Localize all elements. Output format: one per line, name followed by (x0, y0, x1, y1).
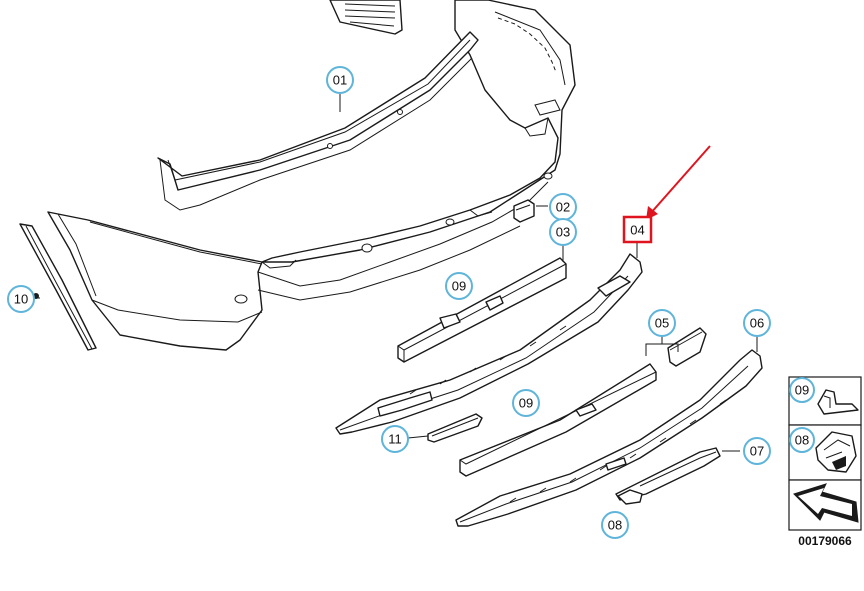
part-01-upper-trim (157, 31, 479, 211)
callout-06[interactable]: 06 (743, 309, 771, 337)
svg-text:02: 02 (556, 200, 570, 215)
part-04-diffuser (335, 253, 643, 435)
svg-text:09: 09 (452, 279, 466, 294)
legend-clip-08-drawing (815, 431, 857, 473)
bumper-cover-assembly (47, 0, 576, 351)
callout-04-highlighted[interactable]: 04 (622, 215, 653, 244)
leader-lines (34, 94, 758, 452)
svg-text:01: 01 (333, 73, 347, 88)
svg-text:10: 10 (14, 292, 28, 307)
callout-01[interactable]: 01 (326, 66, 354, 94)
callout-05[interactable]: 05 (648, 309, 676, 337)
callout-02[interactable]: 02 (549, 193, 577, 221)
legend-callout-09[interactable]: 09 (789, 377, 815, 403)
callout-09-lower[interactable]: 09 (512, 389, 540, 417)
svg-text:07: 07 (750, 444, 764, 459)
part-09-insert-upper (439, 313, 461, 329)
callout-10[interactable]: 10 (7, 285, 35, 313)
legend-clip-09-drawing (817, 389, 859, 415)
callout-09-upper[interactable]: 09 (445, 272, 473, 300)
svg-text:06: 06 (750, 316, 764, 331)
part-02-clip (513, 199, 535, 223)
svg-text:09: 09 (795, 383, 809, 398)
part-06-lower-diffuser (455, 349, 763, 527)
part-08-clip (617, 489, 643, 505)
legend-panel: 09 08 00179066 (788, 376, 862, 548)
svg-text:09: 09 (519, 396, 533, 411)
svg-text:11: 11 (388, 432, 402, 447)
callout-03[interactable]: 03 (549, 218, 577, 246)
highlight-arrow (646, 145, 711, 220)
legend-arrow-icon (793, 483, 859, 523)
svg-text:08: 08 (795, 433, 809, 448)
part-09-insert-lower (459, 363, 657, 477)
svg-text:05: 05 (655, 316, 669, 331)
document-number: 00179066 (798, 534, 852, 548)
part-03-bracket (397, 257, 567, 363)
callout-07[interactable]: 07 (743, 437, 771, 465)
part-10-side-trim (19, 223, 97, 351)
svg-text:04: 04 (630, 223, 644, 238)
svg-text:03: 03 (556, 225, 570, 240)
part-05-cover (667, 327, 707, 367)
callout-08[interactable]: 08 (601, 511, 629, 539)
callout-11[interactable]: 11 (381, 425, 409, 453)
part-11-reflector (427, 413, 483, 443)
svg-text:08: 08 (608, 518, 622, 533)
legend-callout-08[interactable]: 08 (789, 427, 815, 453)
